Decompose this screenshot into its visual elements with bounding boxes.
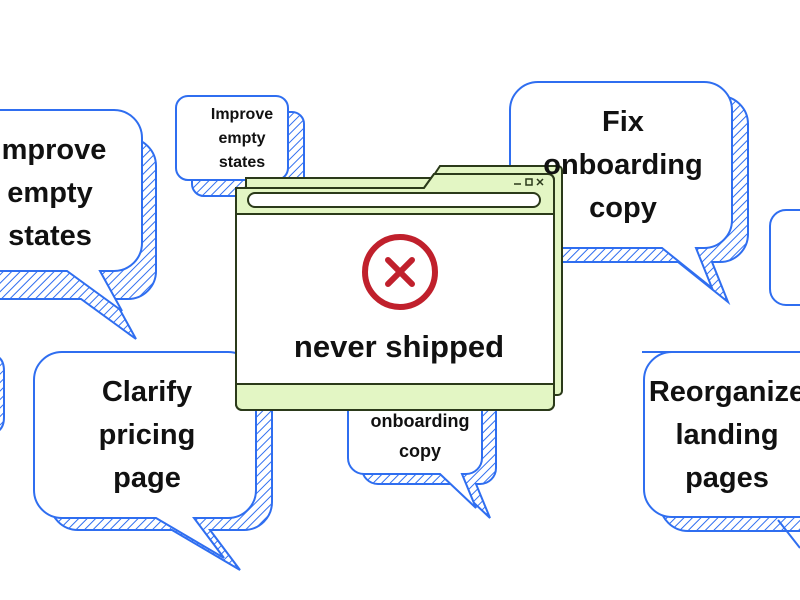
error-x-circle-icon	[362, 234, 438, 310]
speech-bubble-improve-empty-states-left	[0, 109, 157, 340]
bubble-text-onboarding-copy: onboarding copy	[370, 411, 470, 461]
window-address-bar[interactable]	[247, 192, 541, 208]
speech-bubble-fix-onboarding-copy	[509, 81, 749, 306]
speech-bubble-clarify-pricing-page	[33, 351, 273, 571]
bubble-text-reorganize-landing-pages: Reorganize landing pages	[648, 375, 800, 494]
speech-bubble-edge-right	[769, 209, 800, 306]
speech-bubble-edge-left	[0, 357, 5, 431]
window-controls	[514, 178, 544, 186]
bubble-text-clarify-pricing-page: Clarify pricing page	[98, 375, 196, 494]
bubble-text-improve-empty-states-small: Improve empty states	[210, 106, 274, 171]
close-icon[interactable]	[536, 178, 544, 186]
bubble-text-improve-empty-states-left: Improve empty states	[0, 133, 107, 252]
bubble-text-fix-onboarding-copy: Fix onboarding copy	[543, 105, 703, 224]
window-message: never shipped	[293, 329, 505, 364]
speech-bubble-reorganize-landing-pages	[642, 351, 800, 549]
maximize-icon[interactable]	[525, 178, 533, 186]
